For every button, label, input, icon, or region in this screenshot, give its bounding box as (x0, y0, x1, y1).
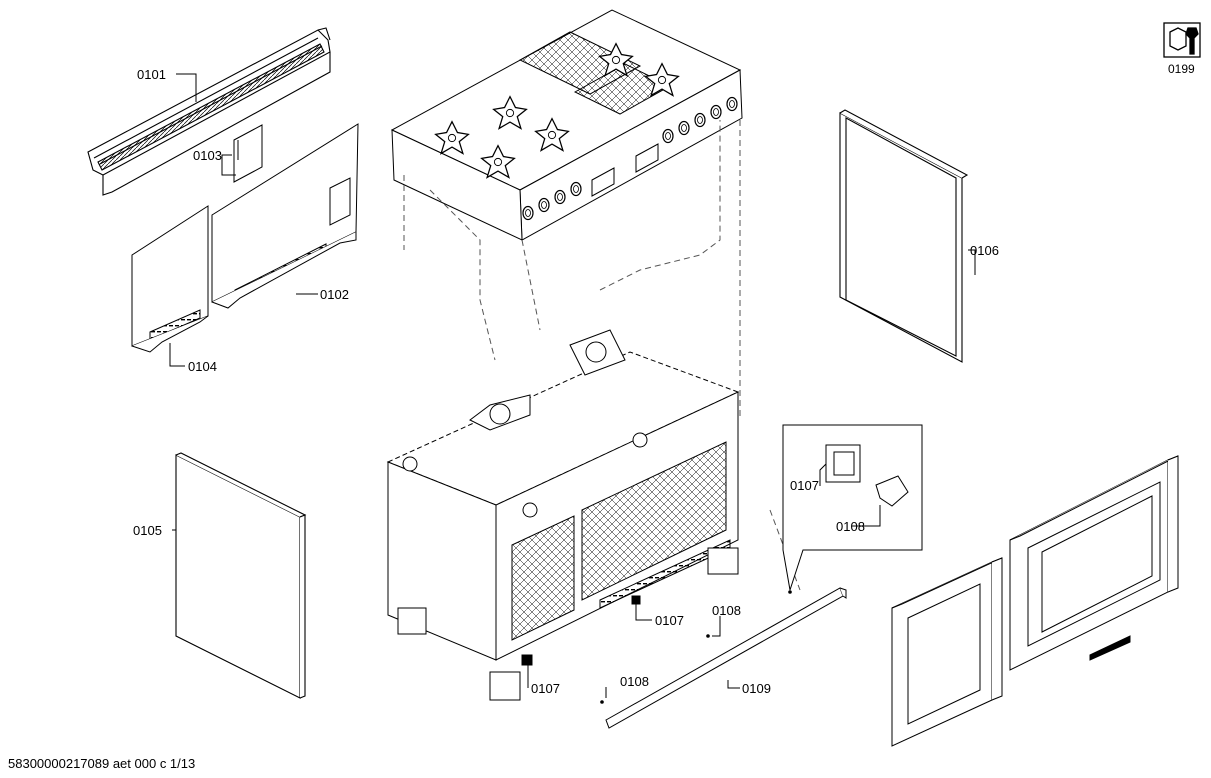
label-0107-base-front: 0107 (531, 681, 560, 696)
part-0101-back-trim (87, 27, 331, 196)
label-0102: 0102 (320, 287, 349, 302)
label-0199: 0199 (1168, 62, 1195, 76)
label-0103: 0103 (193, 148, 222, 163)
label-0104: 0104 (188, 359, 217, 374)
screw-detail-point (788, 590, 792, 594)
part-oven-door-small (891, 557, 1003, 747)
document-footer-code: 58300000217089 aet 000 c 1/13 (8, 756, 196, 771)
label-0108-detail: 0108 (836, 519, 865, 534)
label-0101: 0101 (137, 67, 166, 82)
label-0107-base-right: 0107 (655, 613, 684, 628)
part-0105-side-panel (175, 452, 307, 699)
label-0109: 0109 (742, 681, 771, 696)
part-0106-side-panel (839, 109, 969, 363)
label-0106: 0106 (970, 243, 999, 258)
part-cooktop-assembly (390, 9, 743, 241)
label-0105: 0105 (133, 523, 162, 538)
part-range-body (386, 329, 740, 701)
leader-lines (169, 73, 976, 698)
part-0109-kick-plate (605, 587, 847, 729)
part-0104-side-panel (131, 205, 209, 353)
part-oven-door-large (1009, 455, 1179, 671)
label-0108-lower: 0108 (620, 674, 649, 689)
detail-callout (782, 424, 923, 591)
label-0107-detail: 0107 (790, 478, 819, 493)
wrench-nut-icon (1163, 22, 1201, 58)
screw-0108-lower (600, 700, 604, 704)
screw-0108-upper (706, 634, 710, 638)
part-0103-back-panel (211, 123, 359, 309)
label-0108-upper: 0108 (712, 603, 741, 618)
